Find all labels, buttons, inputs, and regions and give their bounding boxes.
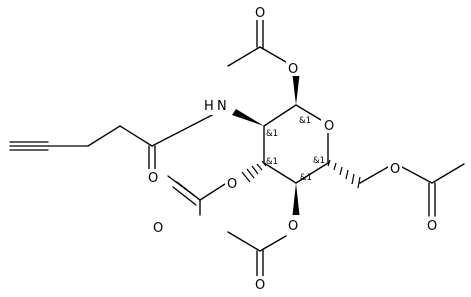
bond-c3-c4 xyxy=(263,162,297,184)
bond-ch2-ch2 xyxy=(87,125,121,147)
atom-o-ring: O xyxy=(324,119,334,134)
bond-o-carbonyl-c xyxy=(401,166,433,184)
c4-acetate-group xyxy=(227,183,300,277)
c6-acetate-group xyxy=(327,159,465,217)
atom-o-c3-carbonyl: O xyxy=(153,221,163,236)
atom-o-c3: O xyxy=(227,177,237,192)
c3-acetate-group xyxy=(167,160,267,216)
stereo-label-c2: &1 xyxy=(266,129,278,139)
c1-acetate-group xyxy=(227,19,300,105)
bond-n-carbonyl-c xyxy=(151,112,217,147)
stereo-label-c5: &1 xyxy=(313,156,325,166)
bond-o-carbonyl-c xyxy=(199,183,226,201)
bond-co-ch2 xyxy=(119,125,153,147)
atom-o-c6: O xyxy=(390,162,400,177)
atom-labels: O O O H N O O O O O O O xyxy=(146,4,439,293)
wedge-c2-n xyxy=(232,109,264,126)
atom-o-c4-carbonyl: O xyxy=(255,278,265,293)
atom-o-c4: O xyxy=(288,219,298,234)
wedge-c1-o xyxy=(292,75,300,105)
ring-bonds xyxy=(263,104,329,184)
atom-o-amide: O xyxy=(148,171,158,186)
atom-h-amide: H xyxy=(204,99,214,114)
atom-n-amide: N xyxy=(217,99,227,114)
bond-c1-c2 xyxy=(263,104,297,127)
c2-amide-group xyxy=(9,109,264,171)
bond-c-methyl xyxy=(227,46,261,67)
stereo-labels: &1 &1 &1 &1 &1 xyxy=(266,116,325,183)
bond-c4-c5 xyxy=(295,162,329,184)
stereo-label-c3: &1 xyxy=(266,157,278,167)
bond-methyl-extension xyxy=(167,175,201,201)
atom-o-c1: O xyxy=(288,62,298,77)
bond-c-methyl xyxy=(431,163,465,184)
hash-c3-o xyxy=(241,160,267,183)
stereo-label-c1: &1 xyxy=(299,116,311,126)
bond-c-methyl xyxy=(227,231,261,252)
bond-o-carbonyl-c xyxy=(259,235,287,252)
bond-o-carbonyl-c xyxy=(259,46,287,63)
stereo-label-c4: &1 xyxy=(300,173,312,183)
atom-o-c6-carbonyl: O xyxy=(427,219,437,234)
hash-c5-c6 xyxy=(327,159,361,189)
atom-o-c1-carbonyl: O xyxy=(255,6,265,21)
bond-c6-o xyxy=(359,166,389,184)
bond-c-o-double-b xyxy=(172,186,197,206)
bond-o-ring-c1 xyxy=(295,104,322,121)
wedge-c4-o xyxy=(292,183,300,215)
